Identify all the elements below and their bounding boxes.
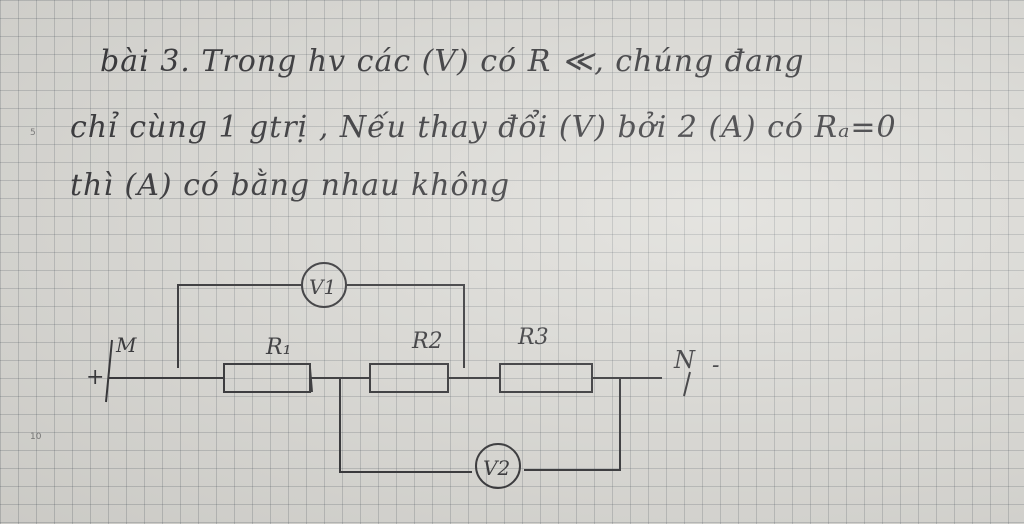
resistor-r1 [223, 363, 311, 393]
wire-v1 [177, 284, 302, 368]
terminal-n-label: N [673, 346, 696, 374]
minus-sign: - [712, 353, 719, 378]
r2-label: R2 [411, 329, 443, 354]
r3-label: R3 [517, 325, 549, 350]
wire-v1-right [346, 284, 465, 368]
terminal-m-label: M [115, 333, 137, 357]
problem-line-2: chỉ cùng 1 gtrị , Nếu thay đổi (V) bởi 2… [70, 110, 897, 145]
wire-v2-left [339, 378, 472, 473]
voltmeter-v1 [301, 262, 347, 308]
v1-label: V1 [309, 275, 336, 299]
r1-label: R₁ [265, 335, 291, 360]
plus-sign: + [86, 365, 104, 390]
v2-label: V2 [483, 456, 510, 480]
margin-number-5: 5 [30, 128, 36, 138]
voltmeter-v2 [475, 443, 521, 489]
problem-line-3: thì (A) có bằng nhau không [70, 168, 511, 203]
terminal-n-mark [683, 371, 691, 397]
problem-line-1: bài 3. Trong hv các (V) có R ≪, chúng đa… [100, 44, 805, 79]
terminal-m-mark [105, 339, 113, 403]
margin-number-10: 10 [30, 432, 42, 442]
resistor-r3 [499, 363, 593, 393]
wire-v2-right [524, 378, 621, 471]
resistor-r2 [369, 363, 449, 393]
r1-tick [309, 367, 313, 393]
